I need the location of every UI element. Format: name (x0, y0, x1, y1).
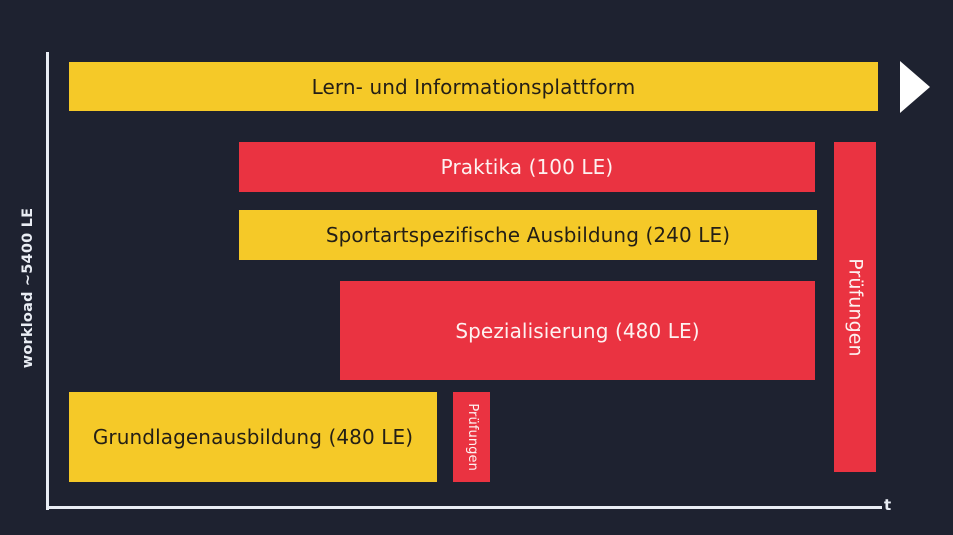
bar-label-praktika: Praktika (100 LE) (440, 155, 614, 179)
bar-praktika[interactable]: Praktika (100 LE) (239, 142, 815, 192)
bar-grundlagenausbildung[interactable]: Grundlagenausbildung (480 LE) (69, 392, 437, 482)
y-axis-label: workload ~5400 LE (20, 207, 36, 369)
bar-spezialisierung[interactable]: Spezialisierung (480 LE) (340, 281, 815, 380)
bar-label-pruefungen-final: Prüfungen (844, 257, 867, 357)
bar-sportartspezifische-ausbildung[interactable]: Sportartspezifische Ausbildung (240 LE) (239, 210, 817, 260)
bar-label-pruefungen-grundlagen: Prüfungen (464, 403, 480, 471)
y-axis-line (46, 52, 49, 510)
x-axis-label: t (884, 496, 892, 514)
x-axis-line (46, 506, 882, 509)
bar-pruefungen-final[interactable]: Prüfungen (834, 142, 876, 472)
continuation-arrow-icon (900, 61, 930, 113)
bar-pruefungen-grundlagen[interactable]: Prüfungen (453, 392, 490, 482)
bar-label-spezialisierung: Spezialisierung (480 LE) (455, 318, 700, 343)
bar-label-lern-und-informationsplattform: Lern- und Informationsplattform (311, 74, 636, 99)
bar-label-grundlagenausbildung: Grundlagenausbildung (480 LE) (92, 425, 414, 449)
bar-label-sportartspezifische-ausbildung: Sportartspezifische Ausbildung (240 LE) (325, 223, 731, 247)
bar-lern-und-informationsplattform[interactable]: Lern- und Informationsplattform (69, 62, 878, 111)
